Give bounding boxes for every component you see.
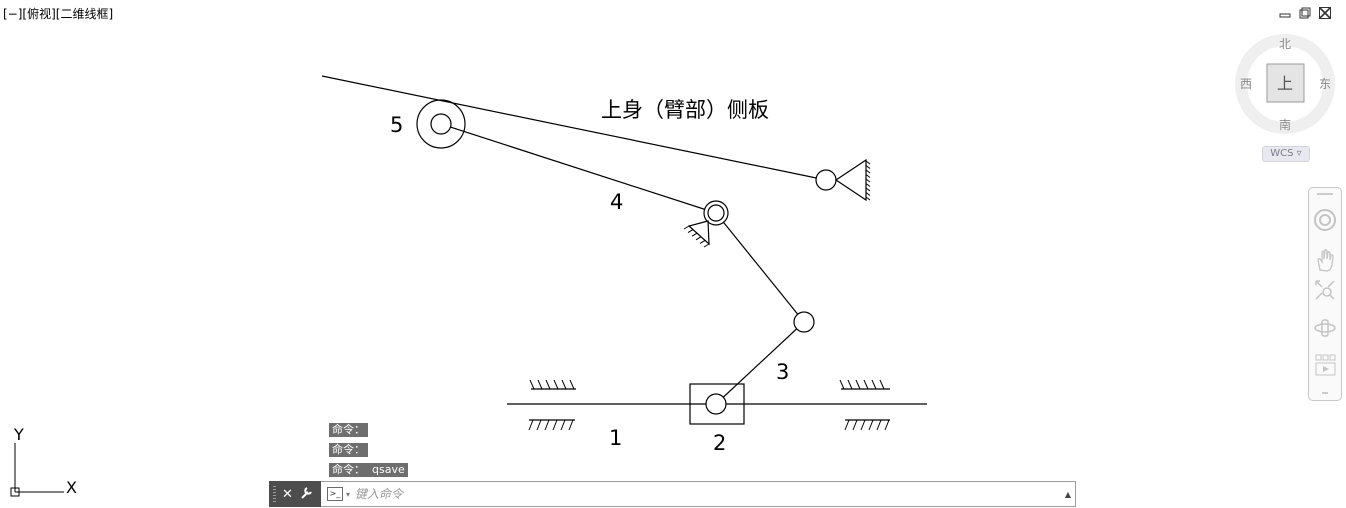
- hatch-mark: [865, 183, 871, 187]
- close-icon[interactable]: ✕: [282, 486, 293, 502]
- viewcube[interactable]: 上 北 南 东 西: [1232, 34, 1338, 140]
- restore-icon[interactable]: [1298, 7, 1312, 19]
- slider-block: [689, 383, 745, 425]
- hatch-mark: [568, 419, 574, 431]
- showmotion-icon[interactable]: [1309, 353, 1341, 381]
- hatch-mark: [839, 379, 845, 390]
- chevron-down-icon[interactable]: ▾: [346, 489, 351, 499]
- hatch-mark: [865, 192, 871, 196]
- command-prompt-icon[interactable]: >_: [327, 487, 343, 501]
- drag-handle-icon[interactable]: [1309, 192, 1341, 196]
- hatch-mark: [691, 232, 698, 237]
- compass-south[interactable]: 南: [1279, 117, 1291, 132]
- hatch-mark: [852, 419, 858, 431]
- hatch-mark: [863, 379, 869, 390]
- close-icon[interactable]: [1318, 7, 1332, 19]
- label-3: 3: [776, 360, 789, 384]
- hatch-mark: [687, 229, 694, 234]
- mid-pivot-inner: [707, 204, 725, 222]
- hatch-mark: [553, 379, 559, 390]
- command-line: ✕ >_ ▾ ▲: [269, 481, 1076, 507]
- hatch-mark: [537, 379, 543, 390]
- hatch-mark: [868, 419, 874, 431]
- wcs-menu-button[interactable]: WCS ▿: [1262, 146, 1310, 162]
- hatch-mark: [528, 419, 534, 431]
- hatch-mark: [865, 165, 871, 169]
- label-5: 5: [390, 113, 403, 137]
- hatch-mark: [879, 379, 885, 390]
- label-4: 4: [610, 190, 623, 214]
- compass-east[interactable]: 东: [1319, 77, 1331, 91]
- hatch-mark: [683, 225, 690, 230]
- hatch-mark: [855, 379, 861, 390]
- viewport-window-controls: [1278, 7, 1332, 19]
- hatch-mark: [552, 419, 558, 431]
- hatch-mark: [876, 419, 882, 431]
- hatch-mark: [545, 379, 551, 390]
- compass-north[interactable]: 北: [1279, 37, 1291, 51]
- hatch-mark: [569, 379, 575, 390]
- label-2: 2: [713, 431, 726, 455]
- navigation-bar: [1308, 187, 1342, 401]
- customize-wrench-icon[interactable]: [299, 486, 313, 503]
- zoom-extents-icon[interactable]: [1309, 278, 1341, 302]
- hatch-mark: [865, 174, 871, 178]
- link-joint: [793, 311, 815, 333]
- chevron-up-icon[interactable]: ▲: [1064, 489, 1072, 499]
- command-history-line: 命令： qsave: [329, 463, 408, 477]
- right-pivot-joint: [815, 169, 837, 191]
- steeringwheel-icon[interactable]: [1309, 208, 1341, 232]
- command-history-line: 命令：: [329, 443, 368, 457]
- hatch-mark: [865, 178, 871, 183]
- link-3: [715, 321, 805, 405]
- label-1: 1: [609, 426, 622, 450]
- ucs-y-label: Y: [13, 425, 24, 444]
- ucs-x-label: X: [66, 478, 77, 497]
- hatch-mark: [865, 169, 871, 174]
- viewport-controls-label[interactable]: [−][俯视][二维线框]: [3, 7, 114, 21]
- hatch-mark: [865, 160, 871, 165]
- hatch-mark: [536, 419, 542, 431]
- minimize-icon[interactable]: [1278, 7, 1292, 19]
- orbit-icon[interactable]: [1309, 316, 1341, 340]
- viewcube-top-face[interactable]: [1266, 63, 1305, 103]
- command-line-toolbar: ✕: [269, 481, 321, 507]
- hatch-mark: [695, 236, 702, 241]
- drag-handle-icon[interactable]: [273, 486, 276, 502]
- hatch-mark: [871, 379, 877, 390]
- drawing-title: 上身（臂部）侧板: [601, 98, 769, 122]
- hatch-mark: [844, 419, 850, 431]
- link-4: [440, 123, 717, 214]
- command-input[interactable]: [355, 487, 1061, 501]
- ucs-icon: [10, 443, 64, 497]
- hatch-mark: [561, 379, 567, 390]
- hatch-mark: [544, 419, 550, 431]
- upper-link: [321, 75, 827, 181]
- hatch-mark: [860, 419, 866, 431]
- hatch-mark: [560, 419, 566, 431]
- hatch-mark: [703, 243, 710, 248]
- hatch-marks: [528, 160, 890, 431]
- hatch-mark: [865, 187, 871, 192]
- navbar-menu-icon[interactable]: [1309, 390, 1341, 396]
- command-history-line: 命令：: [329, 423, 368, 437]
- slider-joint: [705, 393, 727, 415]
- hatch-mark: [699, 239, 706, 244]
- joint-5-outer: [416, 99, 466, 149]
- right-pivot-support: [834, 158, 867, 202]
- command-input-wrapper: >_ ▾ ▲: [321, 481, 1076, 507]
- mid-pivot-support: [687, 220, 710, 246]
- wcs-label: WCS: [1270, 148, 1294, 159]
- hatch-mark: [847, 379, 853, 390]
- joint-5-inner: [430, 113, 452, 135]
- hatch-mark: [529, 379, 535, 390]
- compass-ring[interactable]: [1235, 34, 1335, 134]
- hatch-mark: [884, 419, 890, 431]
- link-middle: [715, 212, 805, 323]
- viewcube-face-label: 上: [1277, 74, 1293, 93]
- hatch-mark: [865, 196, 871, 201]
- compass-west[interactable]: 西: [1240, 77, 1252, 91]
- pan-icon[interactable]: [1309, 248, 1341, 274]
